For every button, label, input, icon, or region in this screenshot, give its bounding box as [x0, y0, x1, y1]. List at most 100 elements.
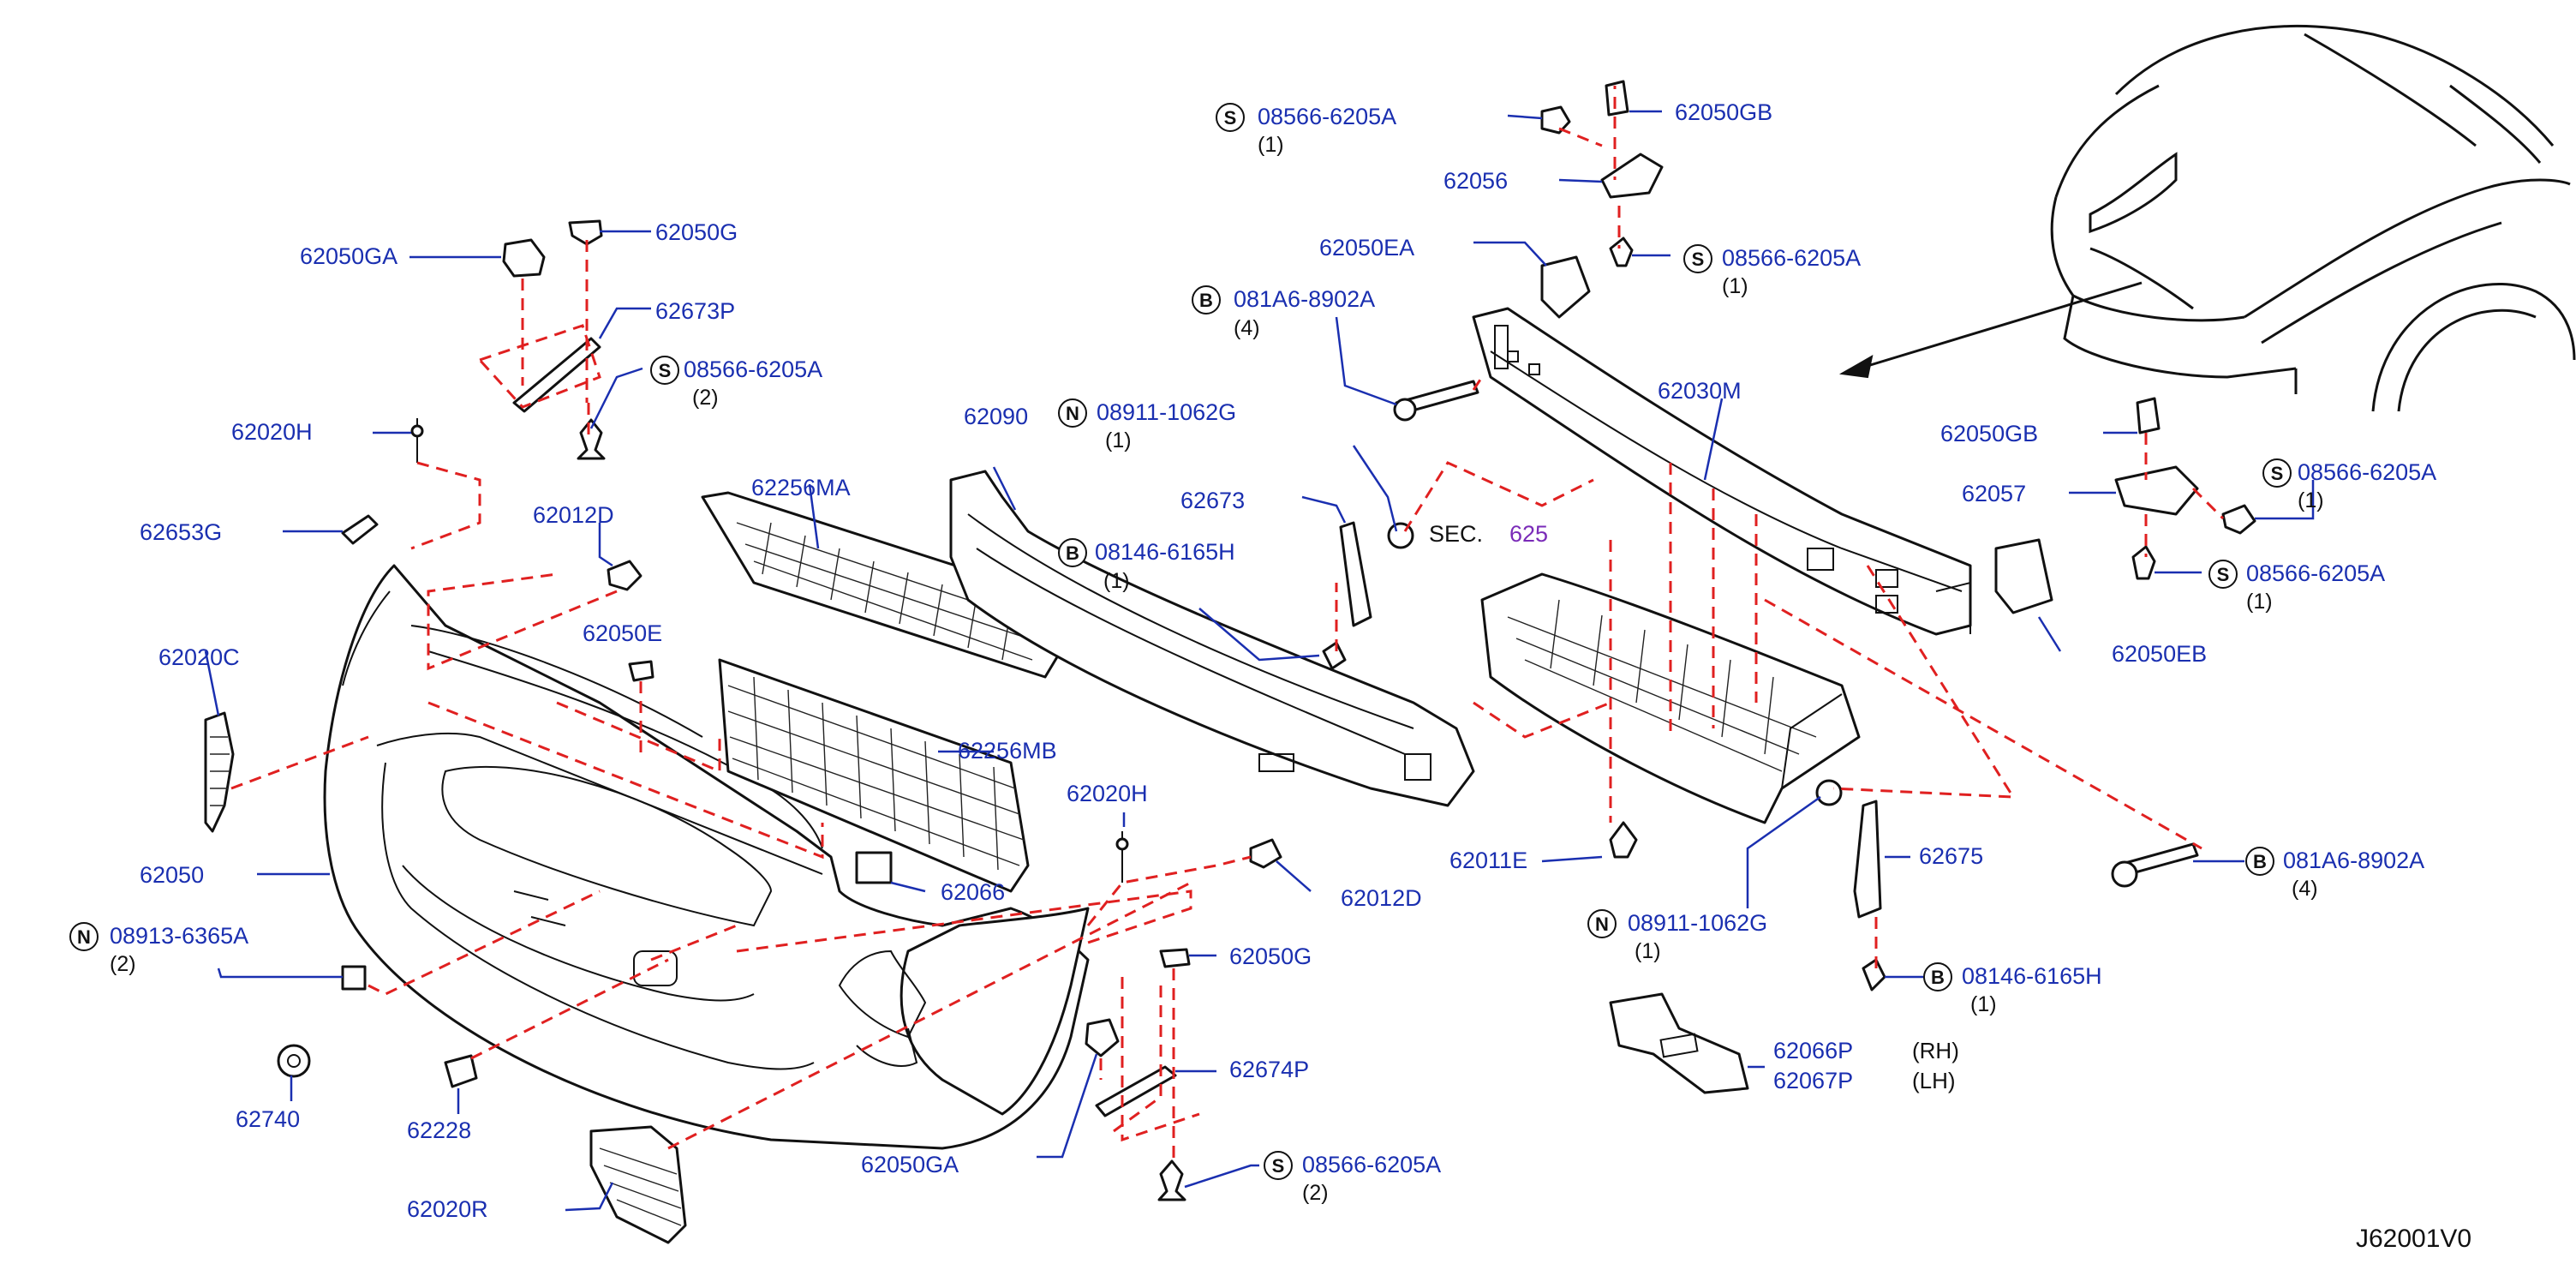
label-62030M: 62030M: [1658, 378, 1742, 404]
badge-letter: S: [2271, 463, 2284, 484]
part-number: 62090: [964, 404, 1028, 429]
part-number: 62056: [1443, 168, 1508, 194]
label-08566-mid: S 08566-6205A (1): [1683, 244, 1861, 298]
badge-letter: S: [1692, 249, 1705, 270]
badge-circle: [1058, 538, 1087, 567]
badge-letter: N: [1595, 914, 1609, 935]
part-number: 08146-6165H: [1962, 963, 2102, 989]
part-number: 62674P: [1229, 1057, 1309, 1082]
quantity: (1): [1258, 133, 1284, 157]
part-number: 08566-6205A: [2298, 459, 2436, 485]
side-designation: (RH): [1912, 1038, 1959, 1063]
part-number: 08566-6205A: [684, 356, 822, 382]
quantity: (4): [1234, 316, 1260, 340]
part-number: 62050G: [1229, 944, 1312, 969]
label-62020H-left: 62020H: [231, 419, 313, 445]
label-62653G: 62653G: [140, 519, 222, 545]
part-number: 08911-1062G: [1628, 910, 1767, 936]
part-number: 62030M: [1658, 378, 1742, 404]
part-number: 62050E: [583, 620, 662, 646]
badge-circle: [1923, 962, 1952, 991]
label-62020C: 62020C: [158, 644, 240, 670]
quantity: (4): [2292, 877, 2318, 901]
part-number: 62050EB: [2112, 641, 2207, 667]
label-62256MB: 62256MB: [958, 738, 1057, 764]
quantity: (2): [1302, 1181, 1329, 1205]
label-62050GB-top: 62050GB: [1675, 99, 1772, 125]
part-number: 62675: [1919, 843, 1983, 869]
part-number: 62066P: [1773, 1038, 1853, 1063]
label-62050GA-top: 62050GA: [300, 243, 397, 269]
label-62050EB: 62050EB: [2112, 641, 2207, 667]
grille-upper-62256MA: [701, 491, 1073, 679]
badge-circle: [1216, 103, 1245, 132]
label-08566-top: S 08566-6205A (1): [1216, 103, 1396, 157]
label-08566-left: S 08566-6205A (2): [650, 356, 822, 410]
label-62675: 62675: [1919, 843, 1983, 869]
side-designation: (LH): [1912, 1068, 1956, 1093]
label-62066P: 62066P (RH): [1773, 1038, 1959, 1063]
part-number: 08913-6365A: [110, 923, 248, 949]
quantity: (1): [1970, 992, 1997, 1016]
quantity: (1): [1635, 939, 1661, 963]
part-number: 62050GB: [1940, 421, 2038, 446]
label-62011E: 62011E: [1449, 848, 1527, 873]
section-prefix: SEC.: [1429, 521, 1483, 547]
part-number: 62256MA: [751, 475, 851, 500]
grille-lower-62256MB: [718, 658, 1030, 893]
section-number[interactable]: 625: [1509, 521, 1548, 547]
badge-circle: [1683, 244, 1712, 273]
badge-circle: [1264, 1151, 1293, 1180]
part-number: 08566-6205A: [1302, 1152, 1441, 1177]
assembly-dashed-lines: [230, 86, 2225, 1165]
part-number: 081A6-8902A: [2283, 848, 2424, 873]
bumper-carrier-assembly: [1480, 572, 1861, 824]
quantity: (1): [2246, 590, 2273, 614]
label-62673P: 62673P: [655, 298, 735, 324]
label-62050G-top: 62050G: [655, 219, 738, 245]
label-62740: 62740: [236, 1106, 300, 1132]
label-62256MA: 62256MA: [751, 475, 851, 500]
bumper-reinforcement-62030M: [1472, 307, 1972, 636]
badge-letter: B: [1199, 290, 1213, 311]
badge-circle: [1192, 285, 1221, 315]
diagram-code: J62001V0: [2356, 1225, 2471, 1253]
label-62228: 62228: [407, 1117, 471, 1143]
label-62067P: 62067P (LH): [1773, 1068, 1956, 1093]
part-number: 62011E: [1449, 848, 1527, 873]
part-number: 62050EA: [1319, 235, 1414, 261]
label-62012D-top: 62012D: [533, 502, 614, 528]
label-081A6-top: B 081A6-8902A (4): [1192, 285, 1375, 340]
label-62066: 62066: [941, 879, 1005, 905]
small-parts: [204, 80, 2256, 1244]
vehicle-inset-illustration: [1838, 25, 2576, 412]
label-081A6-bottom: B 081A6-8902A (4): [2245, 847, 2424, 901]
part-number: 08566-6205A: [1722, 245, 1861, 271]
label-62050E: 62050E: [583, 620, 662, 646]
part-number: 62012D: [1341, 885, 1422, 911]
badge-letter: S: [2217, 564, 2230, 585]
badge-circle: [2262, 458, 2292, 488]
part-number: 62256MB: [958, 738, 1057, 764]
label-62056: 62056: [1443, 168, 1508, 194]
label-08913: N 08913-6365A (2): [69, 922, 248, 976]
bumper-fascia-62050: [323, 564, 1090, 1150]
badge-letter: S: [1272, 1155, 1285, 1177]
part-number: 62050G: [655, 219, 738, 245]
badge-letter: N: [1066, 403, 1079, 424]
part-number: 08146-6165H: [1095, 539, 1235, 565]
part-number: 08566-6205A: [2246, 560, 2385, 586]
leader-lines: [204, 110, 2315, 1212]
energy-absorber-62090: [949, 470, 1475, 807]
label-08566-r1: S 08566-6205A (1): [2262, 458, 2436, 512]
part-number: 62066: [941, 879, 1005, 905]
badge-letter: N: [77, 926, 91, 948]
part-number: 08566-6205A: [1258, 104, 1396, 129]
label-62057: 62057: [1962, 481, 2026, 506]
part-number: 62050GA: [861, 1152, 959, 1177]
label-62020H-mid: 62020H: [1067, 781, 1148, 806]
quantity: (2): [110, 952, 136, 976]
part-number: 62020C: [158, 644, 240, 670]
